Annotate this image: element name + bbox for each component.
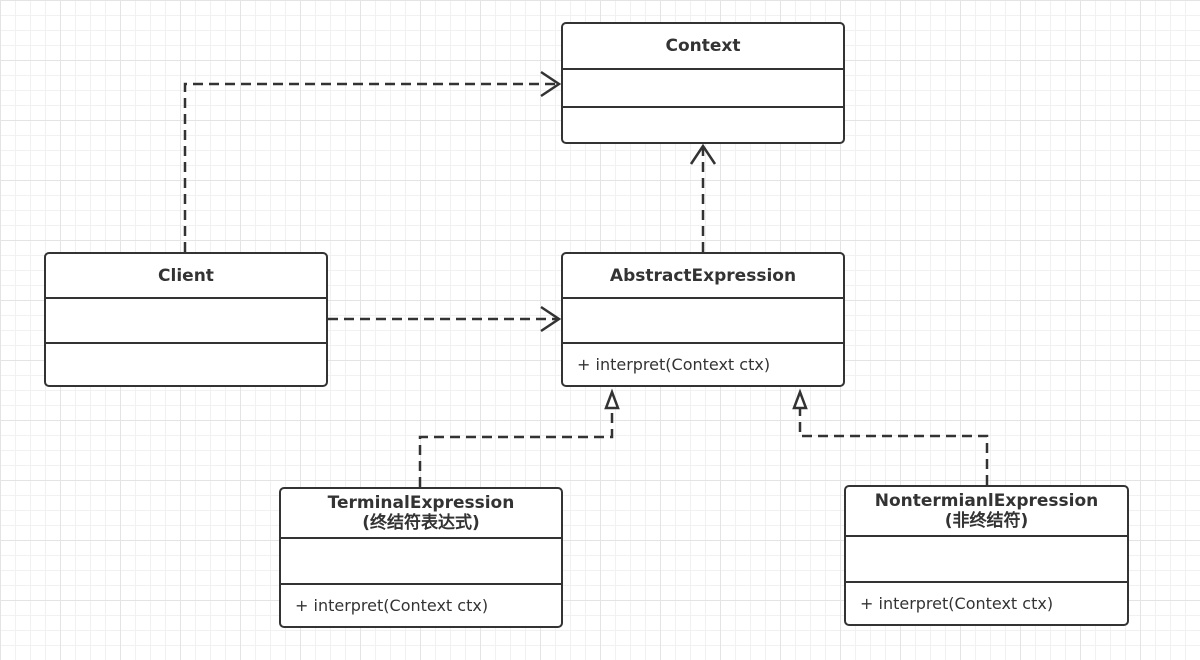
client-context-dependency-line bbox=[183, 82, 557, 252]
context-name-text: Context bbox=[665, 36, 741, 56]
terminal-expression-name-text: TerminalExpression bbox=[327, 493, 515, 513]
abstract-expression-class-name: AbstractExpression bbox=[563, 254, 843, 299]
terminal-realization-line bbox=[418, 408, 614, 487]
abstract-expression-class[interactable]: AbstractExpression + interpret(Context c… bbox=[561, 252, 845, 387]
abstract-context-arrowhead bbox=[689, 143, 717, 165]
abstract-expression-operation: + interpret(Context ctx) bbox=[577, 355, 771, 374]
nonterminal-expression-class[interactable]: NontermianlExpression (非终结符) + interpret… bbox=[844, 485, 1129, 626]
client-context-arrowhead bbox=[540, 70, 562, 98]
terminal-expression-operation: + interpret(Context ctx) bbox=[295, 596, 489, 615]
nonterminal-expression-attributes-section bbox=[846, 537, 1127, 583]
client-attributes-section bbox=[46, 299, 326, 344]
terminal-expression-class-name: TerminalExpression (终结符表达式) bbox=[281, 489, 561, 539]
nonterminal-expression-operations-section: + interpret(Context ctx) bbox=[846, 583, 1127, 624]
client-class[interactable]: Client bbox=[44, 252, 328, 387]
abstract-expression-attributes-section bbox=[563, 299, 843, 344]
terminal-expression-name-cn-text: (终结符表达式) bbox=[362, 513, 480, 533]
client-class-name: Client bbox=[46, 254, 326, 299]
terminal-expression-attributes-section bbox=[281, 539, 561, 585]
context-class-name: Context bbox=[563, 24, 843, 70]
terminal-expression-class[interactable]: TerminalExpression (终结符表达式) + interpret(… bbox=[279, 487, 563, 628]
abstract-expression-operations-section: + interpret(Context ctx) bbox=[563, 344, 843, 385]
abstract-expression-name-text: AbstractExpression bbox=[609, 265, 797, 286]
context-attributes-section bbox=[563, 70, 843, 108]
nonterminal-expression-class-name: NontermianlExpression (非终结符) bbox=[846, 487, 1127, 537]
terminal-realization-arrowhead bbox=[604, 388, 620, 410]
nonterminal-realization-line bbox=[798, 408, 989, 485]
client-name-text: Client bbox=[158, 265, 214, 286]
client-abstract-arrowhead bbox=[540, 305, 562, 333]
nonterminal-expression-name-cn-text: (非终结符) bbox=[944, 511, 1029, 531]
terminal-expression-operations-section: + interpret(Context ctx) bbox=[281, 585, 561, 626]
nonterminal-expression-name-text: NontermianlExpression bbox=[874, 491, 1099, 511]
nonterminal-expression-operation: + interpret(Context ctx) bbox=[860, 594, 1054, 613]
context-class[interactable]: Context bbox=[561, 22, 845, 144]
nonterminal-realization-arrowhead bbox=[792, 388, 808, 410]
